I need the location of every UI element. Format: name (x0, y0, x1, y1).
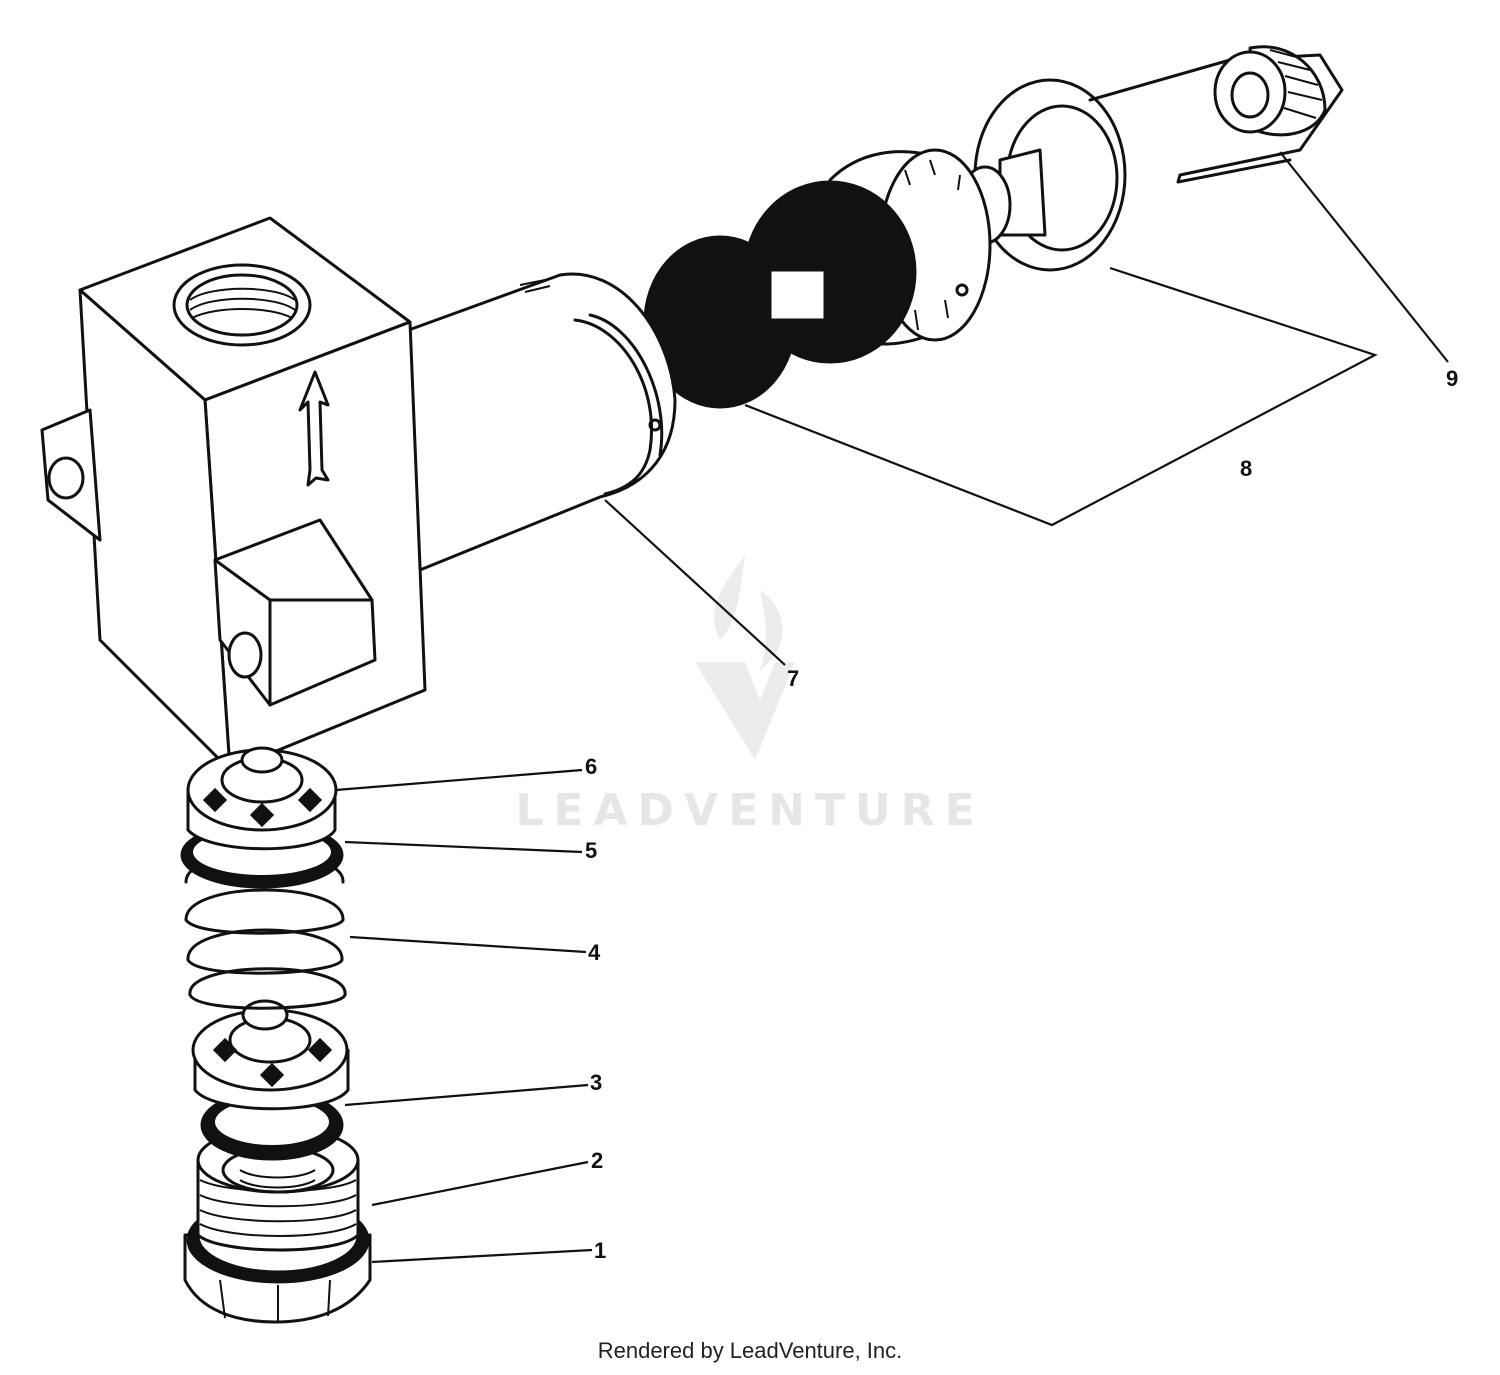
rendered-by-footer: Rendered by LeadVenture, Inc. (597, 1338, 903, 1363)
callout-5: 5 (585, 838, 598, 863)
callout-6: 6 (585, 754, 598, 779)
lower-stack (180, 746, 372, 1324)
callout-9: 9 (1446, 366, 1459, 391)
leader-lines (335, 151, 1449, 1264)
cap-and-clip (1088, 45, 1344, 184)
watermark-text: LEADVENTURE (515, 785, 985, 836)
spool-assembly (643, 78, 1127, 409)
callout-8: 8 (1240, 456, 1253, 481)
valve-body (40, 216, 677, 772)
callout-7: 7 (787, 666, 800, 691)
callout-1: 1 (594, 1238, 607, 1263)
callout-3: 3 (590, 1070, 603, 1095)
callout-4: 4 (588, 940, 601, 965)
callout-2: 2 (591, 1148, 604, 1173)
